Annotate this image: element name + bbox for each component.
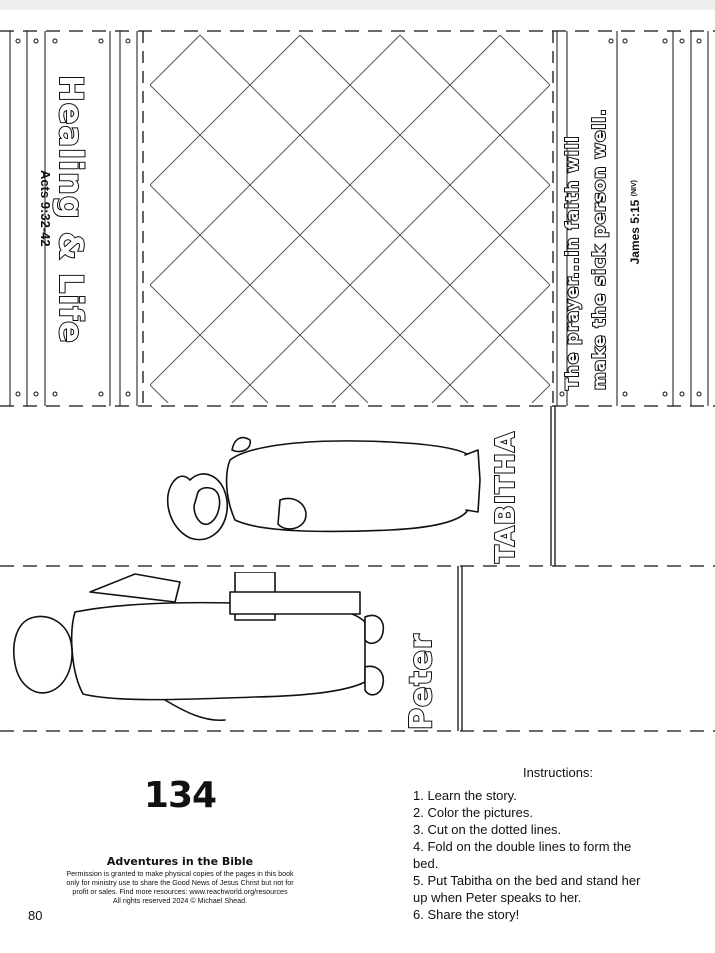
series-title: Adventures in the Bible (106, 855, 254, 868)
worksheet-page: Healing & Life Acts 9:32-42 (0, 10, 715, 953)
instruction-step: 6. Share the story! (413, 907, 520, 922)
permission-notice: Permission is granted to make physical c… (0, 869, 360, 905)
permission-line: All rights reserved 2024 © Michael Shead… (112, 896, 248, 905)
permission-line: profit or sales. Find more resources: ww… (72, 887, 288, 896)
verse-reference: James 5:15 (628, 199, 642, 265)
story-reference: Acts 9:32-42 (38, 170, 53, 247)
instruction-step: 5. Put Tabitha on the bed and stand her (413, 873, 641, 888)
peter-label: Peter (403, 632, 440, 731)
story-title: Healing & Life (51, 74, 91, 345)
right-bed-rail (556, 31, 709, 406)
instruction-step: bed. (413, 856, 439, 871)
instruction-step: 4. Fold on the double lines to form the (413, 839, 632, 854)
tabitha-figure (166, 436, 481, 541)
permission-line: only for ministry use to share the Good … (66, 878, 294, 887)
permission-line: Permission is granted to make physical c… (66, 869, 294, 878)
verse-version: (NIV) (631, 180, 638, 197)
verse-reference-block: James 5:15 (NIV) (628, 180, 642, 264)
instruction-step: 3. Cut on the dotted lines. (413, 822, 562, 837)
cut-and-fold-lines (0, 30, 715, 732)
big-page-number: 134 (143, 775, 217, 816)
page-number: 80 (28, 908, 43, 923)
bed-lattice (150, 35, 550, 403)
tabitha-label: TABITHA (490, 430, 522, 564)
instruction-step: up when Peter speaks to her. (413, 890, 582, 905)
instructions-heading: Instructions: (522, 765, 594, 780)
instruction-step: 2. Color the pictures. (413, 805, 533, 820)
peter-figure (13, 572, 385, 722)
instruction-step: 1. Learn the story. (413, 788, 517, 803)
verse-line-1: The prayer...in faith will (562, 135, 584, 391)
left-bed-rail (9, 31, 138, 406)
instructions-block: Instructions: 1. Learn the story. 2. Col… (413, 764, 703, 923)
verse-line-2: make the sick person well. (589, 107, 611, 391)
